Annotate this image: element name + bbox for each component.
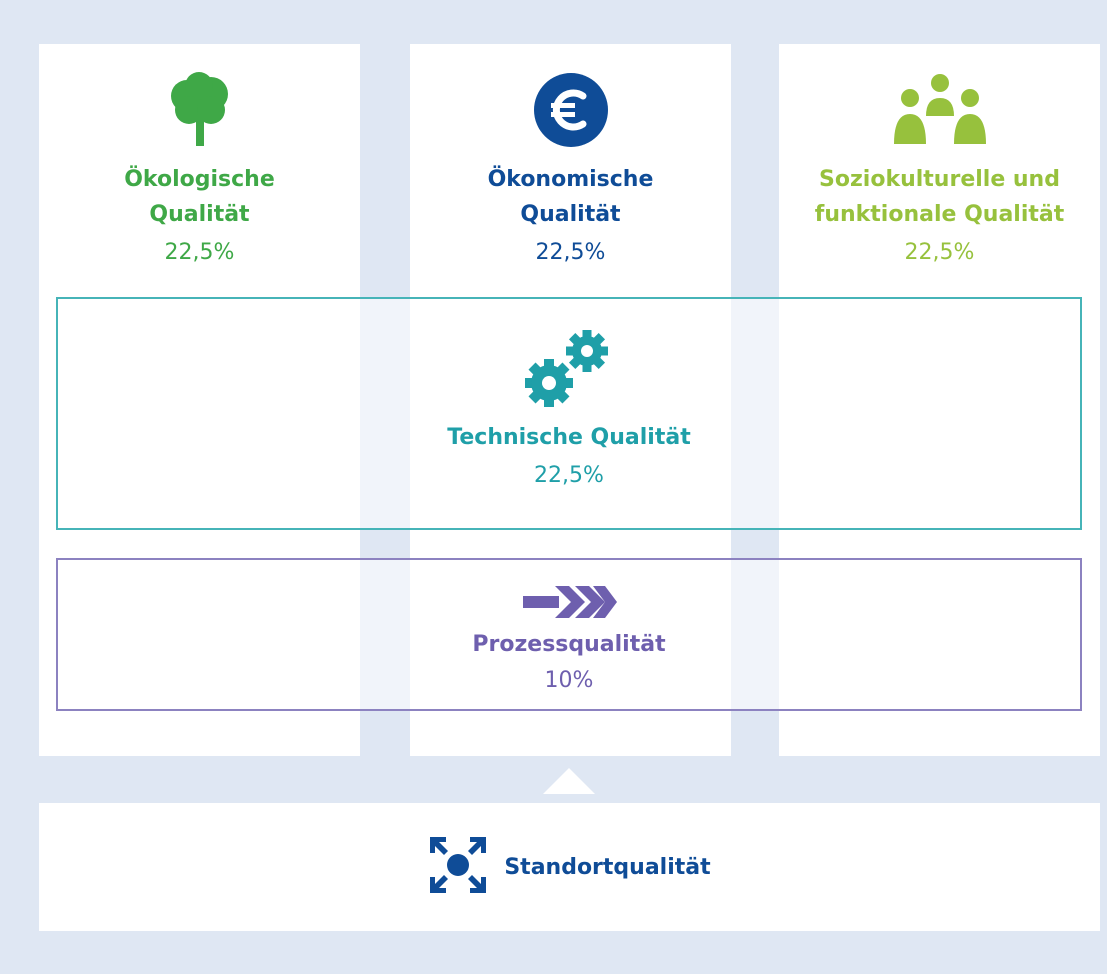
band-value: 22,5%: [534, 463, 604, 488]
converge-arrows-icon: [428, 835, 488, 899]
people-icon: [779, 72, 1100, 148]
up-arrow: [543, 768, 595, 794]
site-quality-label: Standortqualität: [504, 854, 711, 880]
pillar-value: 22,5%: [904, 240, 975, 265]
band-value: 10%: [544, 668, 594, 693]
chevrons-icon: [58, 582, 1080, 622]
band-process: Prozessqualität 10%: [56, 558, 1082, 711]
band-title: Prozessqualität: [472, 632, 666, 657]
band-technical: Technische Qualität 22,5%: [56, 297, 1082, 530]
band-title: Technische Qualität: [447, 425, 691, 450]
pillar-value: 22,5%: [535, 240, 606, 265]
euro-icon: [410, 72, 731, 148]
pillar-title: Ökologische Qualität: [124, 167, 275, 227]
pillar-title: Soziokulturelle und funktionale Qualität: [814, 167, 1065, 227]
tree-icon: [39, 72, 360, 148]
gears-icon: [58, 329, 1080, 411]
pillar-title: Ökonomische Qualität: [487, 167, 654, 227]
pillar-value: 22,5%: [164, 240, 235, 265]
base-site-quality: Standortqualität: [39, 803, 1100, 931]
